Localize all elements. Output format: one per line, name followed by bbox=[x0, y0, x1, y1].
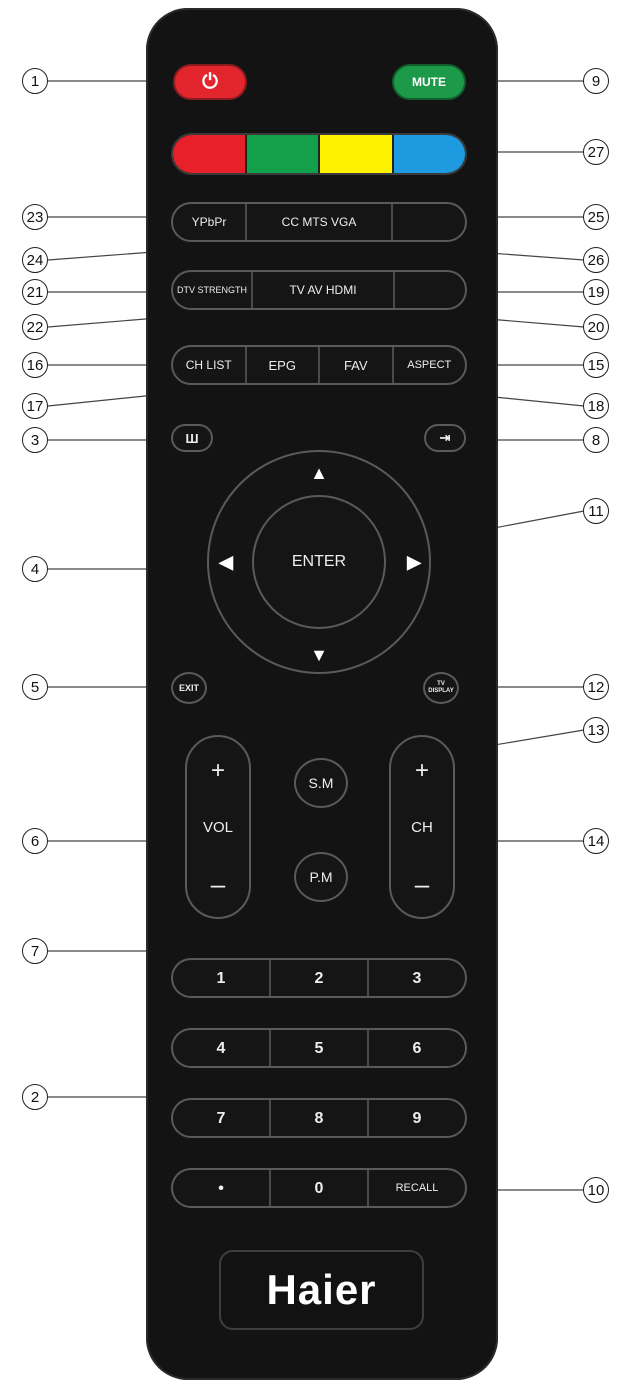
green-key[interactable] bbox=[244, 135, 318, 173]
right-arrow-icon: ▶ bbox=[407, 551, 421, 572]
callout-2: 2 bbox=[22, 1084, 48, 1110]
digit-4-button[interactable]: 4 bbox=[173, 1030, 271, 1066]
callout-3: 3 bbox=[22, 427, 48, 453]
down-arrow-icon: ▼ bbox=[310, 644, 328, 665]
channel-label: CH bbox=[411, 819, 433, 836]
input-source-row-2: DTV STRENGTH TV AV HDMI bbox=[171, 270, 467, 310]
power-icon: ⏻ bbox=[202, 70, 218, 93]
enter-button[interactable]: ENTER bbox=[252, 495, 386, 629]
up-arrow-button[interactable]: ▲ bbox=[303, 458, 335, 488]
numpad-row-4: • 0 RECALL bbox=[171, 1168, 467, 1208]
callout-7: 7 bbox=[22, 938, 48, 964]
numpad-row-1: 1 2 3 bbox=[171, 958, 467, 998]
numpad-row-3: 7 8 9 bbox=[171, 1098, 467, 1138]
callout-8: 8 bbox=[583, 427, 609, 453]
callout-14: 14 bbox=[583, 828, 609, 854]
callout-27: 27 bbox=[583, 139, 609, 165]
digit-0-button[interactable]: 0 bbox=[271, 1170, 369, 1206]
left-arrow-button[interactable]: ◀ bbox=[210, 547, 242, 577]
volume-up-button[interactable]: + bbox=[210, 757, 225, 784]
digit-2-button[interactable]: 2 bbox=[271, 960, 369, 996]
brand-plate: Haier bbox=[219, 1250, 424, 1330]
sound-mode-label: S.M bbox=[308, 775, 334, 791]
power-button[interactable]: ⏻ bbox=[173, 64, 247, 100]
sound-mode-button[interactable]: S.M bbox=[294, 758, 348, 808]
color-key-row bbox=[171, 133, 467, 175]
blank-button-19[interactable] bbox=[395, 272, 465, 308]
brand-logo: Haier bbox=[266, 1266, 377, 1313]
tv-av-hdmi-button[interactable]: TV AV HDMI bbox=[253, 272, 395, 308]
callout-17: 17 bbox=[22, 393, 48, 419]
digit-5-button[interactable]: 5 bbox=[271, 1030, 369, 1066]
yellow-key[interactable] bbox=[318, 135, 392, 173]
red-key[interactable] bbox=[173, 135, 245, 173]
up-arrow-icon: ▲ bbox=[310, 462, 328, 483]
input-button[interactable]: ⇥ bbox=[424, 424, 466, 452]
callout-25: 25 bbox=[583, 204, 609, 230]
callout-18: 18 bbox=[583, 393, 609, 419]
callout-22: 22 bbox=[22, 314, 48, 340]
digit-8-button[interactable]: 8 bbox=[271, 1100, 369, 1136]
digit-3-button[interactable]: 3 bbox=[412, 969, 422, 987]
mute-label: MUTE bbox=[412, 75, 446, 89]
callout-16: 16 bbox=[22, 352, 48, 378]
blue-key[interactable] bbox=[391, 135, 465, 173]
menu-icon: Ш bbox=[185, 430, 199, 446]
callout-10: 10 bbox=[583, 1177, 609, 1203]
callout-1: 1 bbox=[22, 68, 48, 94]
picture-mode-label: P.M bbox=[309, 869, 333, 885]
down-arrow-button[interactable]: ▼ bbox=[303, 640, 335, 670]
picture-mode-button[interactable]: P.M bbox=[294, 852, 348, 902]
fav-button[interactable]: FAV bbox=[320, 347, 394, 383]
callout-15: 15 bbox=[583, 352, 609, 378]
callout-5: 5 bbox=[22, 674, 48, 700]
recall-button[interactable]: RECALL bbox=[395, 1181, 439, 1194]
menu-button[interactable]: Ш bbox=[171, 424, 213, 452]
function-row: CH LIST EPG FAV ASPECT bbox=[171, 345, 467, 385]
left-arrow-icon: ◀ bbox=[219, 551, 233, 572]
volume-label: VOL bbox=[202, 819, 233, 836]
callout-4: 4 bbox=[22, 556, 48, 582]
blank-button-25[interactable] bbox=[393, 204, 465, 240]
enter-label: ENTER bbox=[291, 553, 347, 570]
digit-6-button[interactable]: 6 bbox=[412, 1039, 422, 1057]
digit-9-button[interactable]: 9 bbox=[412, 1109, 422, 1127]
callout-20: 20 bbox=[583, 314, 609, 340]
mute-button[interactable]: MUTE bbox=[392, 64, 466, 100]
callout-21: 21 bbox=[22, 279, 48, 305]
callout-6: 6 bbox=[22, 828, 48, 854]
cc-mts-vga-button[interactable]: CC MTS VGA bbox=[247, 204, 393, 240]
aspect-button[interactable]: ASPECT bbox=[407, 358, 452, 371]
channel-down-button[interactable]: – bbox=[414, 869, 430, 899]
channel-up-button[interactable]: + bbox=[414, 757, 429, 784]
ypbpr-button[interactable]: YPbPr bbox=[173, 204, 247, 240]
digit-1-button[interactable]: 1 bbox=[173, 960, 271, 996]
right-arrow-button[interactable]: ▶ bbox=[398, 547, 430, 577]
callout-11: 11 bbox=[583, 498, 609, 524]
dot-button[interactable]: • bbox=[173, 1170, 271, 1206]
callout-12: 12 bbox=[583, 674, 609, 700]
epg-button[interactable]: EPG bbox=[247, 347, 320, 383]
callout-23: 23 bbox=[22, 204, 48, 230]
channel-rocker: + CH – bbox=[389, 735, 455, 919]
callout-19: 19 bbox=[583, 279, 609, 305]
display-button[interactable]: TV DISPLAY bbox=[423, 672, 459, 704]
exit-label: EXIT bbox=[178, 683, 199, 693]
callout-9: 9 bbox=[583, 68, 609, 94]
exit-button[interactable]: EXIT bbox=[171, 672, 207, 704]
volume-down-button[interactable]: – bbox=[210, 869, 226, 899]
digit-7-button[interactable]: 7 bbox=[173, 1100, 271, 1136]
numpad-row-2: 4 5 6 bbox=[171, 1028, 467, 1068]
callout-24: 24 bbox=[22, 247, 48, 273]
input-source-row-1: YPbPr CC MTS VGA bbox=[171, 202, 467, 242]
volume-rocker: + VOL – bbox=[185, 735, 251, 919]
display-label: TV DISPLAY bbox=[428, 681, 454, 694]
dtv-strength-button[interactable]: DTV STRENGTH bbox=[173, 272, 253, 308]
ch-list-button[interactable]: CH LIST bbox=[173, 347, 247, 383]
callout-26: 26 bbox=[583, 247, 609, 273]
callout-13: 13 bbox=[583, 717, 609, 743]
input-icon: ⇥ bbox=[439, 430, 451, 445]
